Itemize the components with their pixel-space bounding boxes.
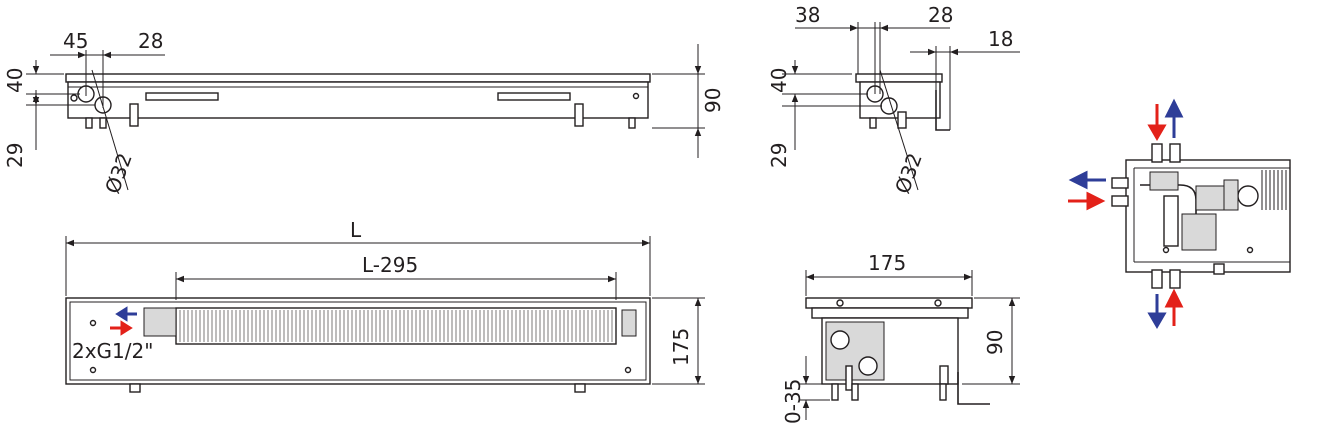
section-dim-175: 175 — [868, 251, 906, 275]
end-dim-28: 28 — [928, 3, 953, 27]
end-dim-29: 29 — [767, 143, 791, 168]
return-arrow-up-icon — [1164, 98, 1184, 138]
end-dim-40: 40 — [767, 68, 791, 93]
side-dim-90: 90 — [701, 88, 725, 113]
return-arrow-down-icon — [1147, 294, 1167, 329]
side-dim-29: 29 — [3, 143, 27, 168]
mounting-slot — [145, 92, 219, 101]
supply-arrow-right-icon — [1068, 191, 1106, 211]
supply-arrow-up-icon — [1164, 288, 1184, 326]
section-dim-0-35: 0-35 — [781, 379, 805, 424]
section-dim-90: 90 — [983, 330, 1007, 355]
mounting-slot — [497, 92, 571, 101]
pipe-circle — [880, 97, 898, 115]
top-dim-175: 175 — [669, 328, 693, 366]
side-view-flange — [65, 73, 651, 83]
side-dim-40: 40 — [3, 68, 27, 93]
side-dim-d32: Ø32 — [100, 150, 137, 197]
return-arrow-left-icon — [1068, 170, 1106, 190]
top-dim-L-295: L-295 — [362, 253, 418, 277]
heat-exchanger-grille — [175, 307, 617, 345]
side-dim-28: 28 — [138, 29, 163, 53]
detail-fins — [1261, 170, 1287, 210]
supply-arrow-down-icon — [1147, 104, 1167, 141]
valve-detail-view — [1068, 98, 1291, 329]
foot-bracket — [574, 103, 584, 127]
end-dim-18: 18 — [988, 27, 1013, 51]
top-view: 2xG1/2" L L-295 175 — [65, 218, 705, 393]
supply-arrow-icon — [110, 320, 133, 336]
top-dim-L: L — [350, 218, 362, 242]
return-arrow-icon — [115, 306, 137, 322]
actuator — [1181, 213, 1217, 251]
end-view: 38 28 18 40 29 Ø32 — [767, 3, 1020, 197]
side-dim-45: 45 — [63, 29, 88, 53]
connection-label: 2xG1/2" — [72, 339, 153, 363]
foot-bracket — [129, 103, 139, 127]
side-view: 45 28 40 29 90 Ø32 — [3, 29, 725, 197]
valve-block — [143, 307, 177, 337]
cross-section: 175 90 0-35 — [781, 251, 1020, 424]
end-dim-38: 38 — [795, 3, 820, 27]
air-vent — [621, 309, 637, 337]
end-dim-d32: Ø32 — [890, 150, 927, 197]
